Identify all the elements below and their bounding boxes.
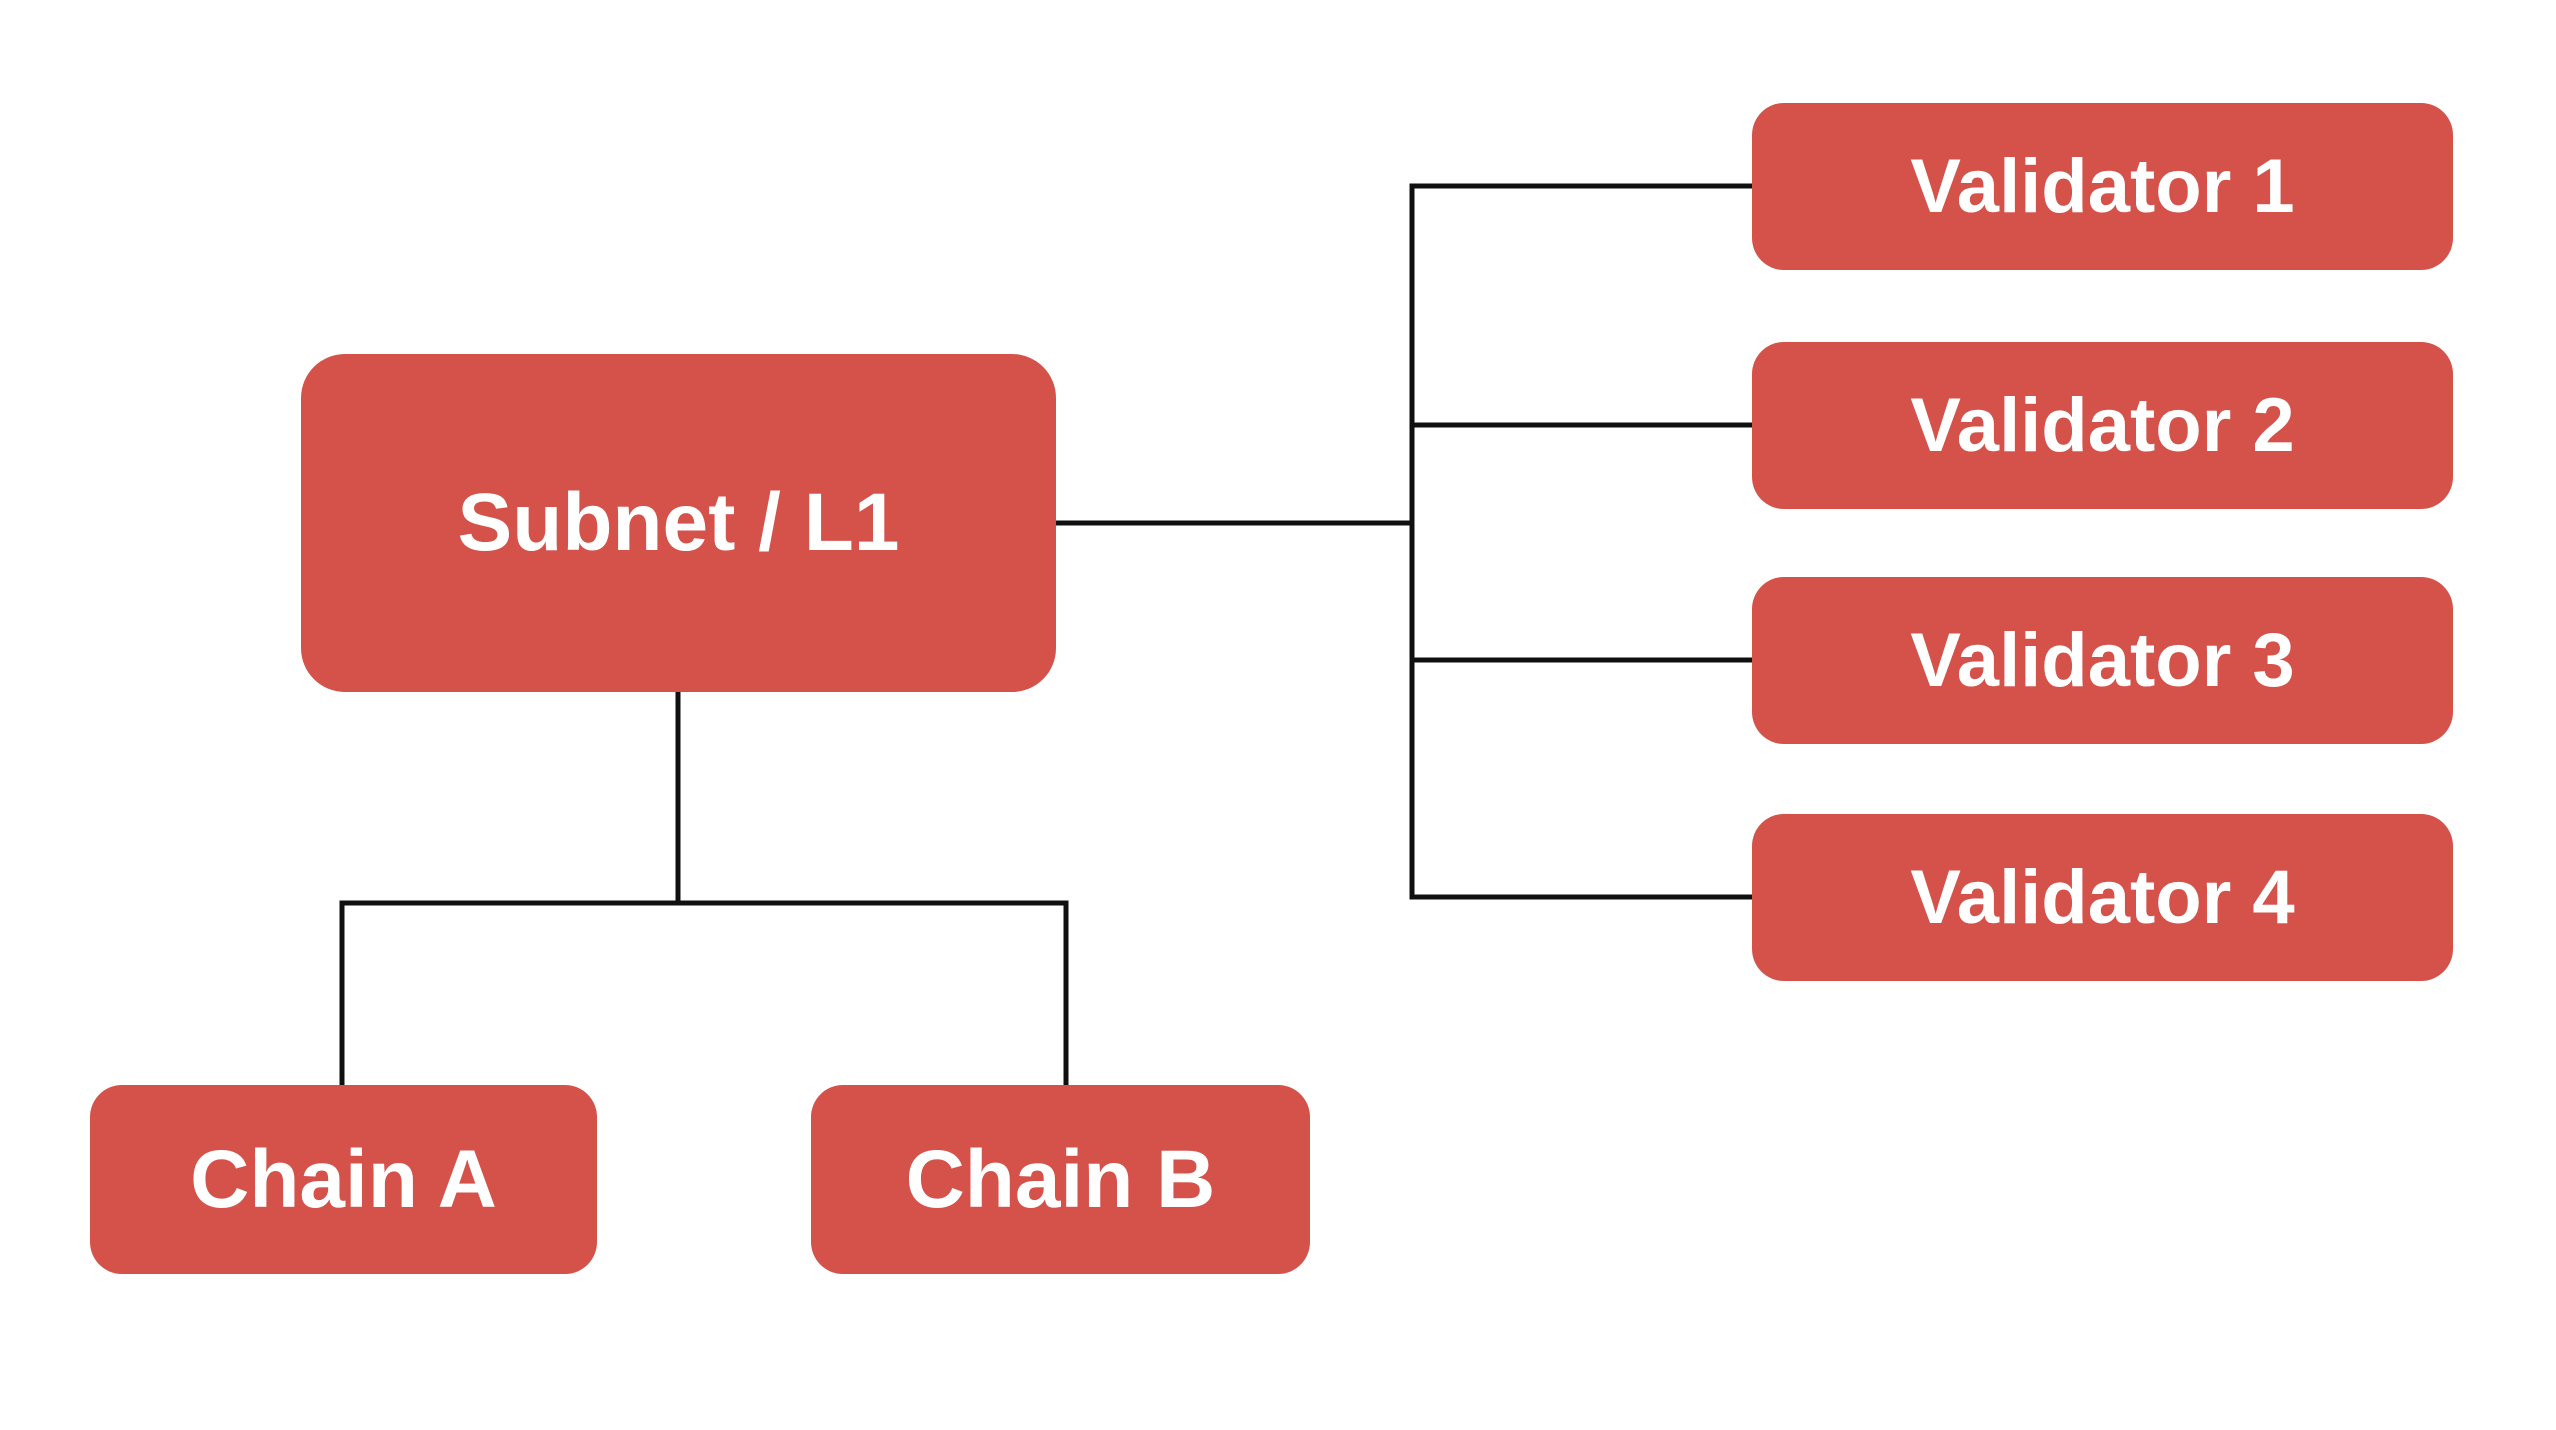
node-validator-1-label: Validator 1 — [1910, 143, 2295, 229]
edge-chains-branch — [339, 900, 1069, 1085]
node-chain-a: Chain A — [90, 1085, 597, 1274]
node-validator-4: Validator 4 — [1752, 814, 2453, 981]
node-validator-1: Validator 1 — [1752, 103, 2453, 270]
node-validator-3: Validator 3 — [1752, 577, 2453, 744]
edge-trunk-validator-1-and-4 — [1409, 183, 1752, 900]
node-validator-3-label: Validator 3 — [1910, 617, 2295, 703]
node-validator-2: Validator 2 — [1752, 342, 2453, 509]
node-validator-4-label: Validator 4 — [1910, 854, 2295, 940]
node-subnet-l1-label: Subnet / L1 — [457, 477, 900, 568]
node-chain-b-label: Chain B — [905, 1133, 1216, 1225]
node-validator-2-label: Validator 2 — [1910, 382, 2295, 468]
node-chain-a-label: Chain A — [190, 1133, 497, 1225]
node-chain-b: Chain B — [811, 1085, 1310, 1274]
node-subnet-l1: Subnet / L1 — [301, 354, 1056, 692]
